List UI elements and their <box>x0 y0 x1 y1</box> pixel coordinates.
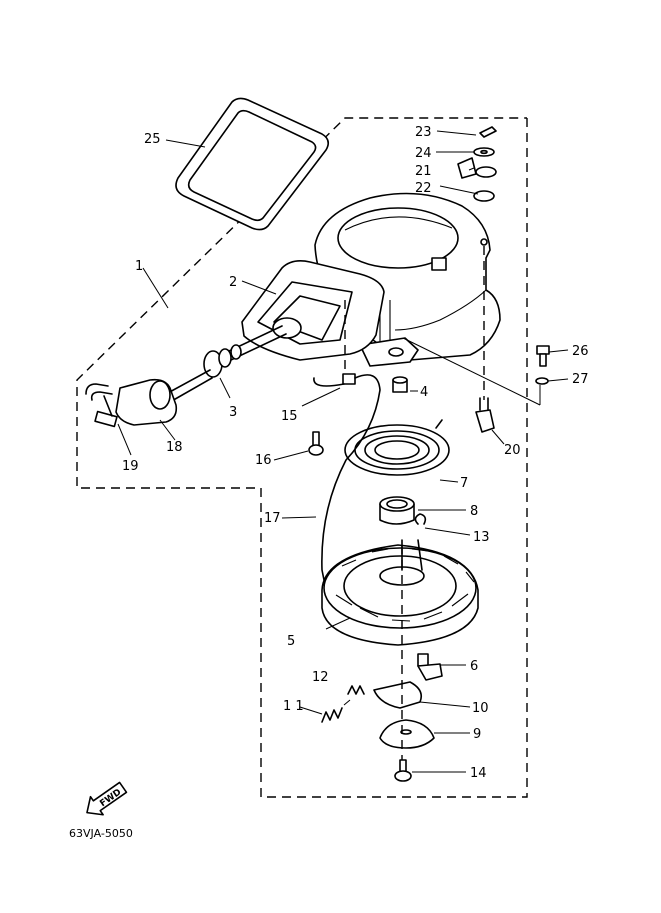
part-24-washer[interactable] <box>473 147 495 157</box>
part-19-clip[interactable] <box>85 383 118 428</box>
part-6-pawl[interactable] <box>417 653 443 681</box>
part-3-bushing[interactable] <box>203 344 242 378</box>
part-20-clamp[interactable] <box>475 397 495 433</box>
part-25-seal[interactable] <box>175 97 330 231</box>
assembly-boundary <box>76 117 528 798</box>
part-17-cable <box>321 374 381 591</box>
callout-14: 14 <box>470 766 487 781</box>
callout-20: 20 <box>504 443 521 458</box>
part-8-collar[interactable] <box>379 496 415 525</box>
callout-9: 9 <box>473 727 481 742</box>
drawing-reference: 63VJA-5050 <box>69 827 133 840</box>
callout-24: 24 <box>415 146 432 161</box>
callout-16: 16 <box>255 453 272 468</box>
callout-18: 18 <box>166 440 183 455</box>
callout-1: 1 <box>135 259 143 274</box>
callout-3: 3 <box>229 405 237 420</box>
callout-23: 23 <box>415 125 432 140</box>
part-10-plate[interactable] <box>373 681 423 709</box>
callout-17: 17 <box>264 511 281 526</box>
part-11-spring[interactable] <box>321 707 343 723</box>
part-27-washer[interactable] <box>535 377 549 385</box>
part-26-bolt[interactable] <box>536 345 550 367</box>
part-12-spring[interactable] <box>347 685 365 695</box>
part-22-ring[interactable] <box>473 190 495 202</box>
callout-6: 6 <box>470 659 478 674</box>
cable-stub <box>313 377 345 387</box>
callout-26: 26 <box>572 344 589 359</box>
callout-27: 27 <box>572 372 589 387</box>
callout-5: 5 <box>287 634 295 649</box>
callout-2: 2 <box>229 275 237 290</box>
part-16-screw[interactable] <box>308 431 324 456</box>
callout-4: 4 <box>420 385 428 400</box>
part-5-pulley[interactable] <box>321 539 479 646</box>
callout-13: 13 <box>473 530 490 545</box>
callout-15: 15 <box>281 409 298 424</box>
part-13-clip[interactable] <box>414 513 427 525</box>
part-15-cable-bushing[interactable] <box>342 373 356 385</box>
fwd-arrow-icon: FWD <box>86 781 128 816</box>
callout-8: 8 <box>470 504 478 519</box>
callout-11: 1 1 <box>283 699 304 714</box>
guide-lines <box>344 246 485 760</box>
callout-19: 19 <box>122 459 139 474</box>
callout-22: 22 <box>415 181 432 196</box>
part-9-cover[interactable] <box>379 719 435 749</box>
leader-lines <box>117 130 569 773</box>
part-4-collar[interactable] <box>392 376 408 393</box>
part-7-spring[interactable] <box>344 419 450 476</box>
callout-10: 10 <box>472 701 489 716</box>
callout-25: 25 <box>144 132 161 147</box>
part-18-rope-handle[interactable] <box>115 369 213 426</box>
part-21-bracket[interactable] <box>457 157 497 179</box>
callout-21: 21 <box>415 164 432 179</box>
callout-7: 7 <box>460 476 468 491</box>
part-23-pin[interactable] <box>479 126 497 138</box>
part-2-handle[interactable] <box>241 260 385 361</box>
part-14-bolt[interactable] <box>394 759 412 782</box>
pivot-hole <box>480 238 488 246</box>
callout-12: 12 <box>312 670 329 685</box>
